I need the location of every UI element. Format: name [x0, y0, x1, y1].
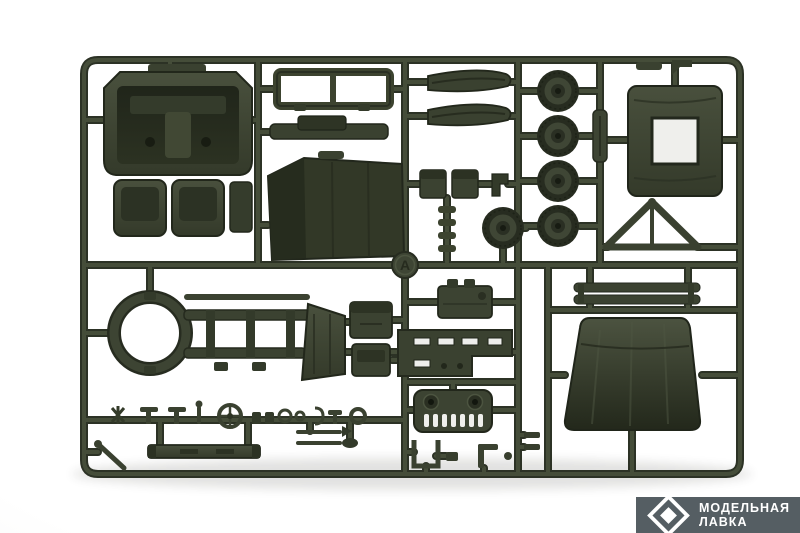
triangle-frame-part [602, 198, 702, 251]
front-bumper-part [147, 444, 261, 459]
jeep-seat-part [171, 179, 225, 237]
diamond-icon [647, 493, 690, 533]
axe-part [296, 426, 352, 437]
jeep-grille-part [413, 389, 493, 433]
folded-tarp-part [627, 85, 723, 197]
small-fittings-row [110, 400, 367, 448]
small-cylinder-parts [438, 206, 456, 252]
angle-part [672, 60, 692, 75]
wheel-part [537, 205, 579, 247]
l-bracket-part [478, 444, 498, 468]
windshield-frame-part [273, 68, 394, 111]
fender-blade-part [427, 69, 512, 93]
jerry-can-part [437, 279, 493, 319]
canvas-top-part [563, 317, 702, 431]
slotted-panel-part [397, 329, 513, 377]
jeep-seat-part [113, 179, 167, 237]
wheel-part [537, 70, 579, 112]
pedal-part [265, 412, 274, 424]
gear-lever-part [195, 400, 203, 424]
ring-part [349, 407, 367, 425]
jeep-body-tub-part [103, 64, 253, 237]
pedal-part [252, 412, 261, 424]
exhaust-strip-part [592, 109, 608, 163]
t-lever-part [140, 407, 158, 424]
t-lever-part [524, 432, 540, 438]
watermark-text: МОДЕЛЬНАЯ ЛАВКА [699, 501, 790, 530]
steering-wheel-part [217, 403, 243, 429]
hook-part [314, 406, 325, 426]
steering-column-part [94, 440, 127, 471]
watermark-line1: МОДЕЛЬНАЯ [698, 500, 790, 515]
wheel-part [482, 207, 524, 249]
chassis-frame-part [107, 290, 346, 382]
sprue-letter-badge: A [391, 251, 419, 279]
shovel-part [296, 438, 358, 448]
small-box-part [419, 169, 447, 199]
t-lever-part [328, 410, 342, 424]
watermark: МОДЕЛЬНАЯ ЛАВКА [636, 493, 800, 533]
wheel-part [537, 115, 579, 157]
small-box-part [451, 169, 479, 199]
watermark-line2: ЛАВКА [698, 515, 748, 529]
tow-hook-part [110, 406, 126, 424]
ring-part [277, 408, 293, 424]
t-lever-part [524, 444, 540, 450]
crate-part [351, 343, 391, 377]
wheel-part [537, 160, 579, 202]
small-block-part [446, 452, 458, 461]
crate-part [349, 301, 393, 339]
u-bracket-part [411, 440, 441, 469]
small-knob-part [504, 452, 512, 460]
sprue-letter: A [400, 257, 410, 273]
bumper-bars-part [573, 282, 701, 305]
small-bar-part [636, 62, 662, 70]
cowl-strip-part [269, 115, 389, 140]
fender-blade-part [427, 103, 512, 127]
bracket-part [491, 173, 509, 197]
large-box-part [266, 151, 406, 262]
ring-part [294, 410, 306, 422]
t-lever-part [168, 407, 186, 424]
